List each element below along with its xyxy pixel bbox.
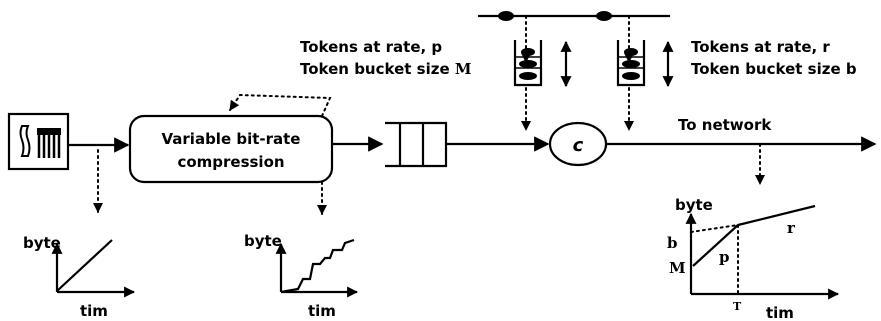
compressor-label-2: compression: [177, 153, 284, 171]
graph3-T-label: T: [733, 300, 742, 313]
to-network-label: To network: [678, 116, 772, 134]
graph3-ylabel: byte: [675, 196, 713, 214]
compressor-box: Variable bit-rate compression: [128, 114, 334, 184]
multiplexer-label: c: [573, 135, 584, 156]
graph3-r-label: r: [787, 219, 796, 237]
graph-1: byte tim: [23, 234, 136, 320]
tokens-rate-r-label: Tokens at rate, r: [691, 38, 830, 56]
video-source-icon: [7, 112, 70, 171]
tokens-rate-p-label: Tokens at rate, p: [300, 38, 442, 56]
compressor-label-1: Variable bit-rate: [162, 130, 301, 148]
graph1-ylabel: byte: [23, 234, 61, 252]
buffer-queue: [385, 121, 448, 168]
graph3-p-label: p: [719, 248, 730, 266]
multiplexer-c: c: [548, 121, 608, 167]
feedback-arrow: [229, 93, 332, 117]
graph3-xlabel: tim: [766, 304, 794, 321]
token-bucket-left: [513, 15, 543, 131]
graph1-xlabel: tim: [80, 302, 108, 320]
graph2-xlabel: tim: [308, 302, 336, 320]
graph3-M-label: M: [669, 259, 686, 277]
bucket-size-b-label: Token bucket size b: [691, 60, 857, 78]
token-feed-line: [478, 11, 670, 21]
graph2-ylabel: byte: [244, 232, 282, 250]
token-bucket-right: [616, 15, 646, 131]
bucket-size-M-label: Token bucket size M: [300, 60, 471, 78]
graph3-b-label: b: [667, 234, 678, 252]
graph-3: byte tim b M p r T: [667, 196, 840, 321]
graph-2: byte tim: [244, 232, 359, 320]
